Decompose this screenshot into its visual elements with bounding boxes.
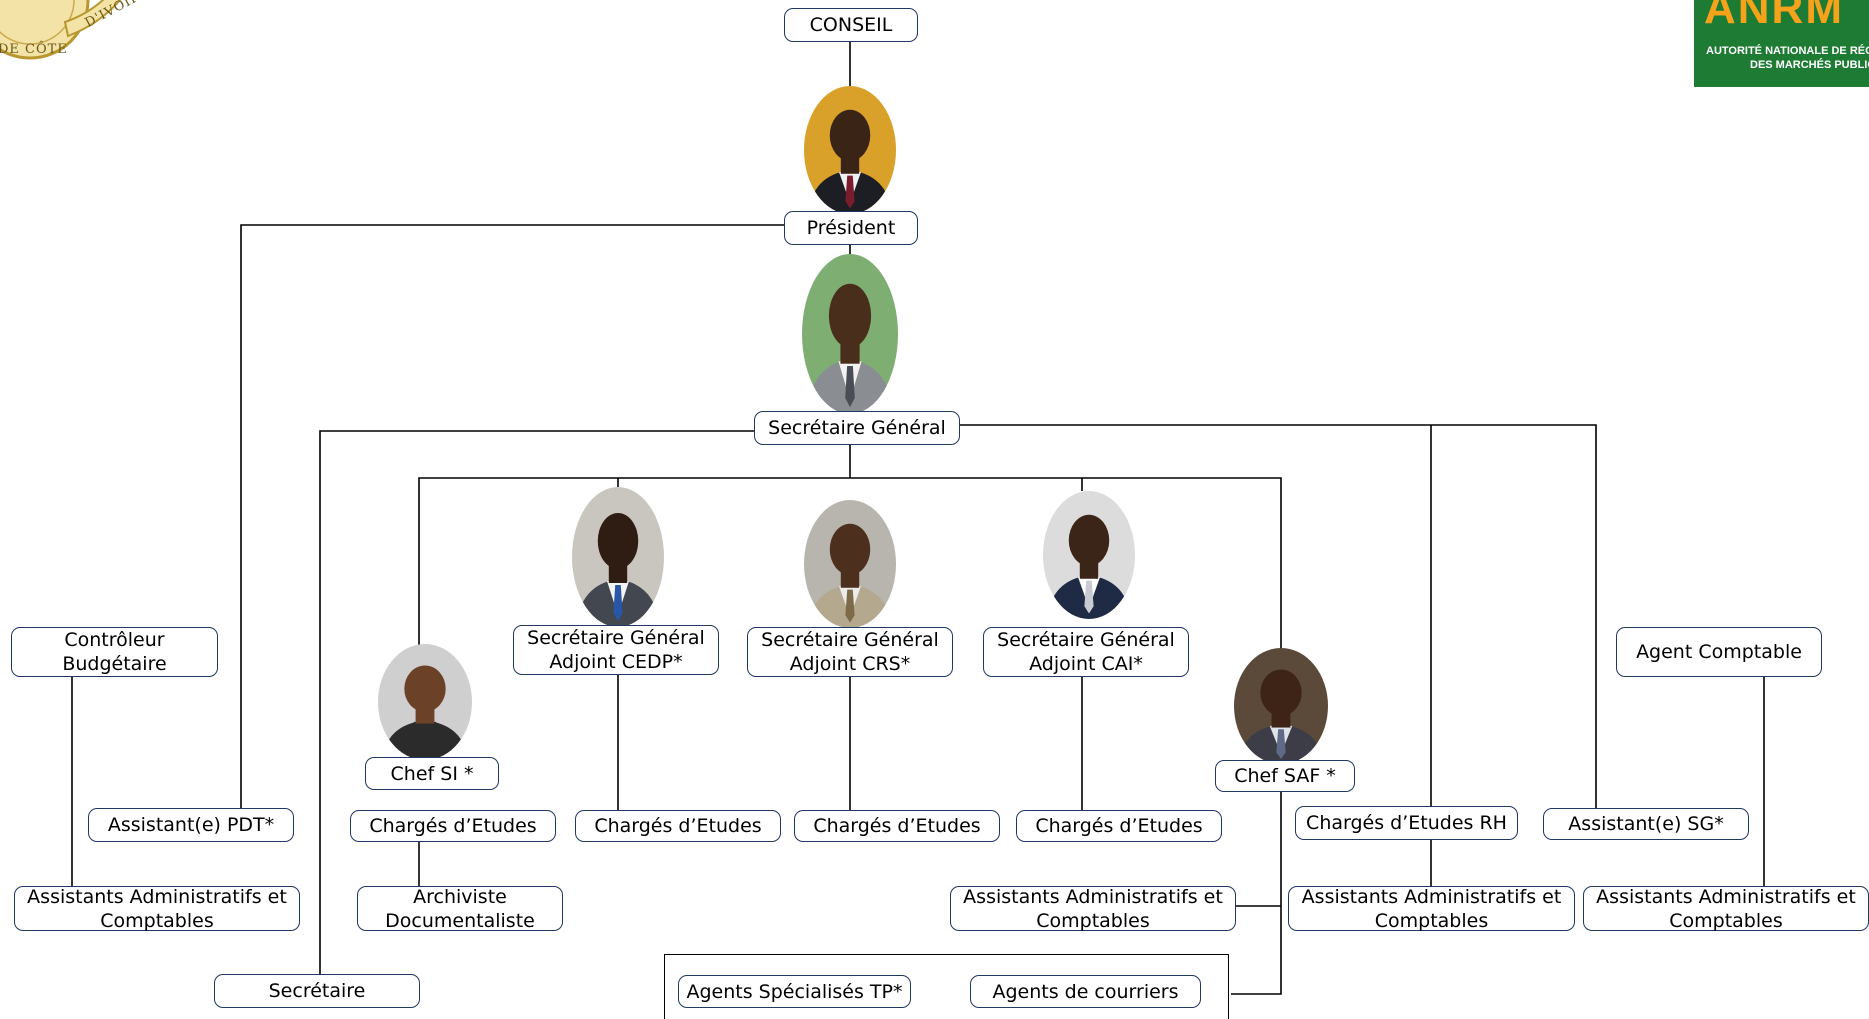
secretaire-general-photo <box>802 254 898 414</box>
logo-subtitle: AUTORITÉ NATIONALE DE RÉGULATION DES MAR… <box>1706 44 1869 72</box>
assistants-admin-left-box: Assistants Administratifs et Comptables <box>14 885 300 932</box>
chef-saf-photo <box>1234 648 1328 764</box>
assistants-left-label-1: Assistants Administratifs et <box>27 885 287 908</box>
secretaire-label-1: Secrétaire <box>268 980 366 1002</box>
assistants-saf-label-2: Comptables <box>1036 909 1150 932</box>
assistant-pdt-box: Assistant(e) PDT* <box>88 808 294 842</box>
sga-crs-label-2: Adjoint CRS* <box>789 653 911 675</box>
charges-crs-label-1: Chargés d’Etudes <box>813 815 981 837</box>
agents-frame <box>664 954 1229 1019</box>
coat-of-arms-seal: D'IVOIRE DE CÔTE <box>0 0 155 65</box>
archiviste-box: Archiviste Documentaliste <box>357 885 563 932</box>
conseil-box: CONSEIL <box>784 8 918 42</box>
assistants-rh-label-1: Assistants Administratifs et <box>1301 885 1562 908</box>
secretaire-box: Secrétaire <box>214 974 420 1008</box>
sga-cedp-photo <box>572 487 664 627</box>
logo-name: ANRM <box>1704 0 1844 33</box>
agent-comptable-box: Agent Comptable <box>1616 627 1822 677</box>
sga-cedp-label-2: Adjoint CEDP* <box>549 651 683 673</box>
agent-comptable-label-1: Agent Comptable <box>1636 641 1802 663</box>
sga-cai-label-2: Adjoint CAI* <box>1029 653 1143 675</box>
assistants-admin-saf-box: Assistants Administratifs et Comptables <box>950 885 1236 932</box>
sga-crs-label-1: Secrétaire Général <box>761 629 939 651</box>
chef-si-label-1: Chef SI * <box>390 762 474 785</box>
chef-si-box: Chef SI * <box>365 757 499 790</box>
logo-subtitle-line1: AUTORITÉ NATIONALE DE RÉGULATION <box>1706 45 1869 57</box>
archiviste-label-1: Archiviste <box>413 885 507 908</box>
assistants-rh-label-2: Comptables <box>1374 909 1489 932</box>
assistants-ac-label-2: Comptables <box>1669 909 1783 932</box>
chef-si-photo <box>378 644 472 760</box>
chef-saf-label-1: Chef SAF * <box>1234 765 1336 787</box>
charges-cai-label-1: Chargés d’Etudes <box>1035 815 1203 837</box>
archiviste-label-2: Documentaliste <box>385 909 535 932</box>
charges-si-label-1: Chargés d’Etudes <box>369 815 537 837</box>
logo-subtitle-line2: DES MARCHÉS PUBLICS <box>1750 59 1869 71</box>
secretaire-general-label-1: Secrétaire Général <box>768 417 946 439</box>
assistants-admin-ac-box: Assistants Administratifs et Comptables <box>1583 885 1869 932</box>
sga-crs-box: Secrétaire Général Adjoint CRS* <box>747 627 953 677</box>
agents-specialises-tp-box: Agents Spécialisés TP* <box>678 975 911 1008</box>
anrmp-logo: ANRM AUTORITÉ NATIONALE DE RÉGULATION DE… <box>1694 0 1869 87</box>
assistants-admin-rh-box: Assistants Administratifs et Comptables <box>1288 885 1575 932</box>
sga-cedp-box: Secrétaire Général Adjoint CEDP* <box>513 625 719 675</box>
sga-crs-photo <box>804 500 896 628</box>
sga-cai-box: Secrétaire Général Adjoint CAI* <box>983 627 1189 677</box>
chef-saf-box: Chef SAF * <box>1215 760 1355 792</box>
charges-cedp-label-1: Chargés d’Etudes <box>594 815 762 837</box>
charges-etudes-crs-box: Chargés d’Etudes <box>794 810 1000 842</box>
controleur-budgetaire-box: Contrôleur Budgétaire <box>11 627 218 677</box>
assistant-sg-box: Assistant(e) SG* <box>1543 808 1749 840</box>
agents-courriers-box: Agents de courriers <box>970 975 1201 1008</box>
president-label-1: Président <box>806 217 896 239</box>
agents-tp-label-1: Agents Spécialisés TP* <box>686 980 903 1003</box>
charges-etudes-cedp-box: Chargés d’Etudes <box>575 810 781 842</box>
conseil-label-1: CONSEIL <box>809 14 893 36</box>
charges-etudes-si-box: Chargés d’Etudes <box>350 810 556 842</box>
charges-etudes-cai-box: Chargés d’Etudes <box>1016 810 1222 842</box>
controleur-label-2: Budgétaire <box>62 653 167 675</box>
assistants-left-label-2: Comptables <box>100 909 214 932</box>
secretaire-general-box: Secrétaire Général <box>754 411 960 445</box>
assistant-sg-label-1: Assistant(e) SG* <box>1568 813 1724 835</box>
controleur-label-1: Contrôleur <box>64 629 165 651</box>
charges-etudes-rh-box: Chargés d’Etudes RH <box>1295 806 1518 840</box>
president-box: Président <box>784 211 918 245</box>
president-photo <box>804 86 896 214</box>
sga-cai-label-1: Secrétaire Général <box>997 629 1175 651</box>
assistant-pdt-label-1: Assistant(e) PDT* <box>107 814 275 836</box>
charges-rh-label-1: Chargés d’Etudes RH <box>1306 812 1507 834</box>
assistants-ac-label-1: Assistants Administratifs et <box>1596 885 1856 908</box>
agents-courriers-label-1: Agents de courriers <box>992 980 1179 1003</box>
sga-cedp-label-1: Secrétaire Général <box>527 627 705 649</box>
assistants-saf-label-1: Assistants Administratifs et <box>963 885 1223 908</box>
seal-text-bottom: DE CÔTE <box>0 42 68 57</box>
sga-cai-photo <box>1043 491 1135 619</box>
